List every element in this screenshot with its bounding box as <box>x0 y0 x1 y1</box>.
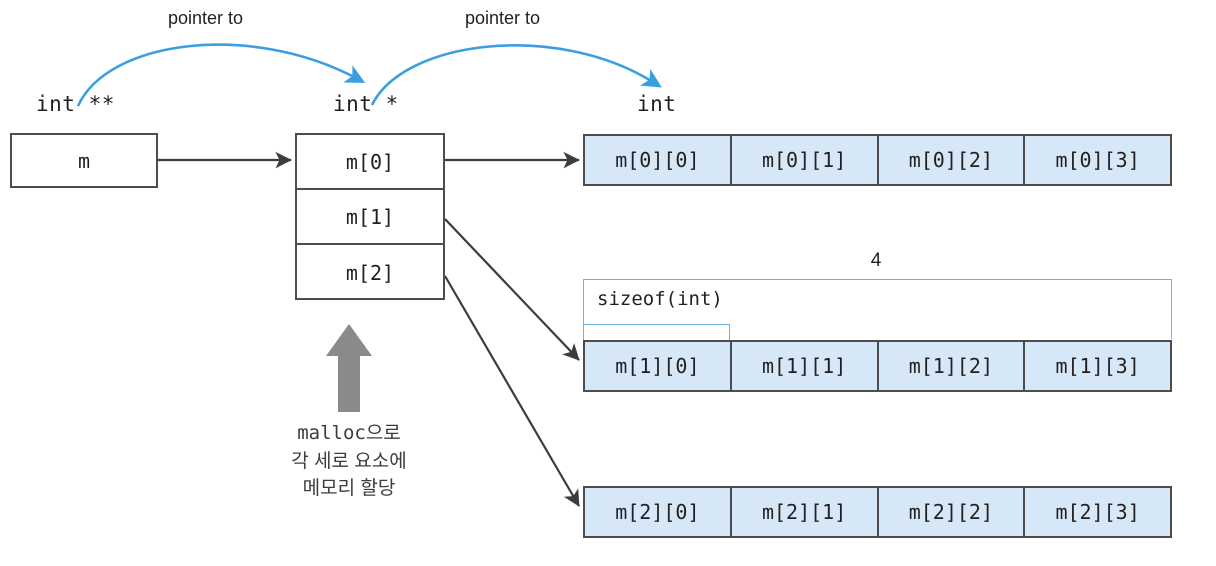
root-variable-box: m <box>10 133 158 188</box>
malloc-annotation-line-2: 각 세로 요소에 <box>291 450 407 472</box>
bracket-row-span <box>583 279 1172 339</box>
data-row-2: m[2][0] m[2][1] m[2][2] m[2][3] <box>583 486 1172 538</box>
type-label-int-pointer: int * <box>333 92 399 116</box>
pointer-cell-0: m[0] <box>297 135 443 190</box>
pointer-cell-2: m[2] <box>345 260 395 285</box>
malloc-annotation-line-3: 메모리 할당 <box>302 478 396 500</box>
data-cell-m23: m[2][3] <box>1055 500 1140 524</box>
data-cell-m10: m[1][0] <box>585 342 732 390</box>
type-label-int-double-pointer: int ** <box>36 92 115 116</box>
data-cell-m13: m[1][3] <box>1055 354 1140 378</box>
data-row-1: m[1][0] m[1][1] m[1][2] m[1][3] <box>583 340 1172 392</box>
bracket-element-span <box>583 324 730 340</box>
malloc-annotation-line-1: malloc으로 <box>229 420 469 448</box>
pointer-array-column: m[0] m[1] m[2] <box>295 133 445 300</box>
pointer-to-arrow-1 <box>76 43 366 107</box>
malloc-annotation: malloc으로 각 세로 요소에 메모리 할당 <box>229 420 469 503</box>
data-cell-m22: m[2][2] <box>879 488 1026 536</box>
pointer-to-label-1: pointer to <box>168 8 244 28</box>
data-cell-m11: m[1][1] <box>732 342 879 390</box>
data-cell-m00: m[0][0] <box>585 136 732 184</box>
data-cell-m01: m[0][1] <box>732 136 879 184</box>
data-row-0: m[0][0] m[0][1] m[0][2] m[0][3] <box>583 134 1172 186</box>
malloc-arrow-icon <box>326 324 372 412</box>
pointer-to-arrow-2 <box>370 44 662 106</box>
malloc-keyword: malloc <box>297 422 366 444</box>
arrow-m1-to-row1 <box>444 218 580 361</box>
bracket-sizeof-label: sizeof(int) <box>597 288 723 310</box>
data-cell-m03: m[0][3] <box>1055 148 1140 172</box>
malloc-annotation-line-1-suffix: 으로 <box>365 423 401 444</box>
data-cell-m02: m[0][2] <box>879 136 1026 184</box>
data-cell-m21: m[2][1] <box>732 488 879 536</box>
data-cell-m20: m[2][0] <box>585 488 732 536</box>
type-label-int: int <box>637 92 677 116</box>
pointer-cell-1: m[1] <box>297 190 443 245</box>
data-cell-m12: m[1][2] <box>879 342 1026 390</box>
bracket-count-label: 4 <box>870 250 882 271</box>
pointer-to-label-2: pointer to <box>465 8 541 28</box>
